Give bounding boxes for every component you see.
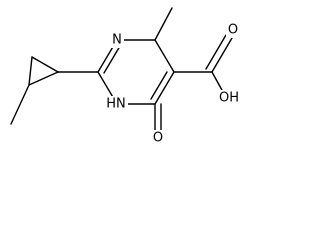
bond-carboxyl-carbonyl-double <box>205 34 227 70</box>
atom-acid-carbonyl-oxygen-label: O <box>228 23 238 38</box>
bond-cyclopropyl-3 <box>28 56 33 86</box>
bond-cyclopropyl-1 <box>28 71 59 86</box>
molecule-structure: N HN O O OH <box>10 7 242 146</box>
bond-cyclopropyl-2 <box>31 56 59 73</box>
atom-n1: HN <box>104 96 128 112</box>
bond-c2-n3-double <box>103 45 121 74</box>
bond-c4-methyl <box>154 7 173 41</box>
atom-acid-carbonyl-oxygen: O <box>226 22 240 38</box>
atom-n3-label: N <box>112 33 122 48</box>
atom-hydroxyl-oxygen-label: OH <box>219 91 239 106</box>
atom-n3: N <box>110 32 124 48</box>
atom-carbonyl-oxygen-label: O <box>153 131 163 146</box>
bond-carboxyl-carbonyl <box>211 37 233 73</box>
bond-c5-c6-double <box>150 71 168 100</box>
bond-cyclopropyl-methyl <box>10 84 30 125</box>
atom-n1-label: HN <box>106 97 126 112</box>
atom-carbonyl-oxygen: O <box>151 130 165 146</box>
bond-c4-c5 <box>154 39 175 73</box>
bond-c5-c6 <box>154 71 175 105</box>
atom-hydroxyl-oxygen: OH <box>216 90 242 106</box>
bond-carboxyl-hydroxyl <box>211 71 224 93</box>
